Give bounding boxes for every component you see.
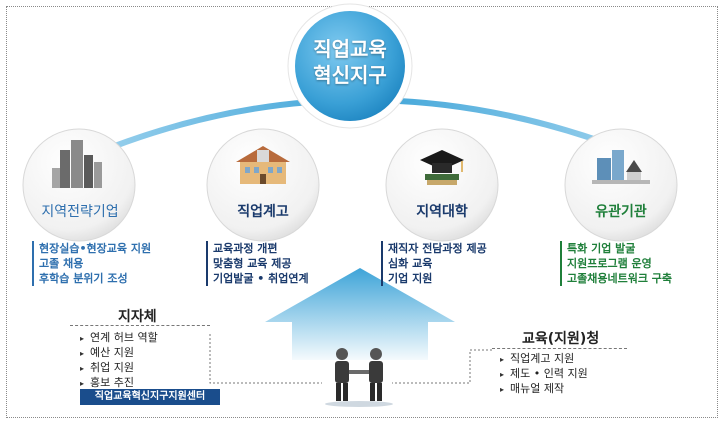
right-connector bbox=[392, 349, 492, 384]
graduation-cap-icon bbox=[420, 150, 464, 185]
list-item: ▸연계 허브 역할 bbox=[80, 331, 158, 344]
desc-item: 후학습 분위기 조성 bbox=[39, 272, 128, 285]
desc-item: 고졸 채용 bbox=[39, 257, 84, 270]
left-connector bbox=[209, 334, 322, 384]
node-circle-agencies bbox=[564, 128, 678, 242]
education-office-list: ▸직업계고 지원 ▸제도 • 인력 지원 ▸매뉴얼 제작 bbox=[500, 352, 588, 397]
local-gov-title: 지자체 bbox=[118, 309, 157, 325]
desc-item: 교육과정 개편 bbox=[213, 242, 278, 255]
list-item: ▸제도 • 인력 지원 bbox=[500, 367, 588, 380]
desc-item: 재직자 전담과정 제공 bbox=[388, 242, 487, 255]
school-icon bbox=[236, 146, 290, 184]
list-item: ▸예산 지원 bbox=[80, 346, 134, 359]
desc-item: 현장실습•현장교육 지원 bbox=[39, 242, 152, 255]
list-item: ▸매뉴얼 제작 bbox=[500, 382, 565, 395]
support-center-badge: 직업교육혁신지구지원센터 bbox=[80, 389, 220, 405]
buildings-icon bbox=[52, 140, 102, 188]
node-circle-vocational-school bbox=[206, 128, 320, 242]
education-office-title: 교육(지원)청 bbox=[522, 331, 600, 347]
hub-title-line-2: 혁신지구 bbox=[313, 63, 387, 87]
town-icon bbox=[592, 150, 650, 184]
desc-item: 맞춤형 교육 제공 bbox=[213, 257, 292, 270]
list-item: ▸홍보 추진 bbox=[80, 376, 134, 389]
upward-arrow bbox=[265, 268, 455, 360]
node-desc-university: 재직자 전담과정 제공 심화 교육 기업 지원 bbox=[381, 241, 487, 286]
node-label-agencies: 유관기관 bbox=[595, 204, 647, 220]
desc-item: 기업 지원 bbox=[388, 272, 433, 285]
hub-title-line-1: 직업교육 bbox=[313, 37, 387, 61]
handshake-people-icon bbox=[325, 348, 393, 407]
local-gov-divider bbox=[70, 325, 210, 326]
hub-title: 직업교육 혁신지구 bbox=[285, 36, 415, 88]
desc-item: 특화 기업 발굴 bbox=[567, 242, 636, 255]
node-desc-enterprise: 현장실습•현장교육 지원 고졸 채용 후학습 분위기 조성 bbox=[32, 241, 151, 286]
local-gov-list: ▸연계 허브 역할 ▸예산 지원 ▸취업 지원 ▸홍보 추진 bbox=[80, 331, 158, 391]
list-item: ▸직업계고 지원 bbox=[500, 352, 575, 365]
list-item: ▸취업 지원 bbox=[80, 361, 134, 374]
node-desc-agencies: 특화 기업 발굴 지원프로그램 운영 고졸채용네트워크 구축 bbox=[560, 241, 672, 286]
node-label-university: 지역대학 bbox=[416, 204, 468, 220]
node-desc-vocational-school: 교육과정 개편 맞춤형 교육 제공 기업발굴 • 취업연계 bbox=[206, 241, 309, 286]
desc-item: 심화 교육 bbox=[388, 257, 433, 270]
desc-item: 고졸채용네트워크 구축 bbox=[567, 272, 673, 285]
education-office-divider bbox=[492, 348, 627, 349]
node-label-vocational-school: 직업계고 bbox=[237, 204, 289, 220]
desc-item: 지원프로그램 운영 bbox=[567, 257, 652, 270]
node-label-enterprise: 지역전략기업 bbox=[41, 204, 119, 220]
desc-item: 기업발굴 • 취업연계 bbox=[213, 272, 309, 285]
